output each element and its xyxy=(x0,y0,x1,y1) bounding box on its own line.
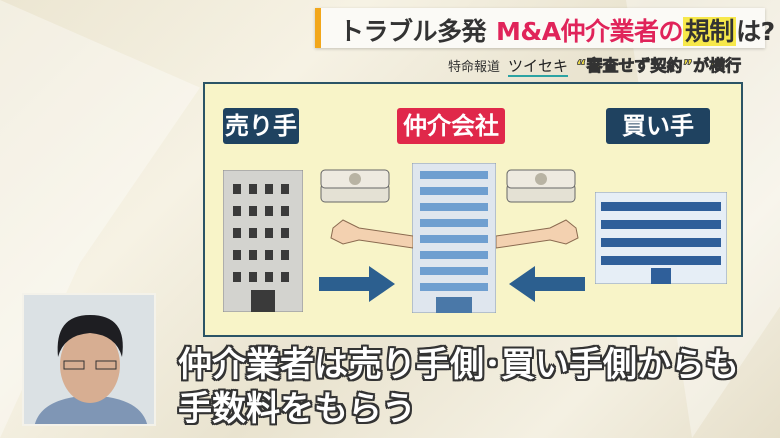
diagram-panel: 売り手 仲介会社 買い手 xyxy=(203,82,743,337)
buyer-building-icon xyxy=(595,192,727,284)
title-part3: は? xyxy=(736,17,775,46)
caption: 仲介業者は売り手側･買い手側からも 手数料をもらう xyxy=(178,343,739,431)
broker-label: 仲介会社 xyxy=(397,108,505,144)
arrow-left-icon xyxy=(509,266,585,302)
program-name: 特命報道 xyxy=(448,60,501,75)
seller-label: 売り手 xyxy=(223,108,299,144)
title-part2: M&A仲介業者の xyxy=(496,17,684,46)
person-video-icon xyxy=(24,295,154,424)
money-stack-icon xyxy=(320,169,390,203)
right-hand-icon xyxy=(496,219,579,249)
subheadline: 特命報道ツイセキ “審査せず契約”が横行 xyxy=(448,52,742,77)
left-hand-icon xyxy=(330,219,413,249)
title-part1: トラブル多発 xyxy=(339,17,487,46)
subheadline-text: “審査せず契約”が横行 xyxy=(576,56,742,76)
money-stack-icon xyxy=(506,169,576,203)
seller-building-icon xyxy=(223,170,303,312)
caption-line1: 仲介業者は売り手側･買い手側からも xyxy=(178,345,739,385)
broker-building-icon xyxy=(412,163,496,313)
headline-title: トラブル多発 M&A仲介業者の規制は? xyxy=(339,12,775,48)
program-brand-logo: ツイセキ xyxy=(508,57,569,77)
webcam-inset xyxy=(22,293,156,426)
headline-banner: トラブル多発 M&A仲介業者の規制は? xyxy=(315,8,775,48)
arrow-right-icon xyxy=(319,266,395,302)
buyer-label: 買い手 xyxy=(606,108,710,144)
title-highlight: 規制 xyxy=(683,17,737,46)
caption-line2: 手数料をもらう xyxy=(178,389,416,429)
